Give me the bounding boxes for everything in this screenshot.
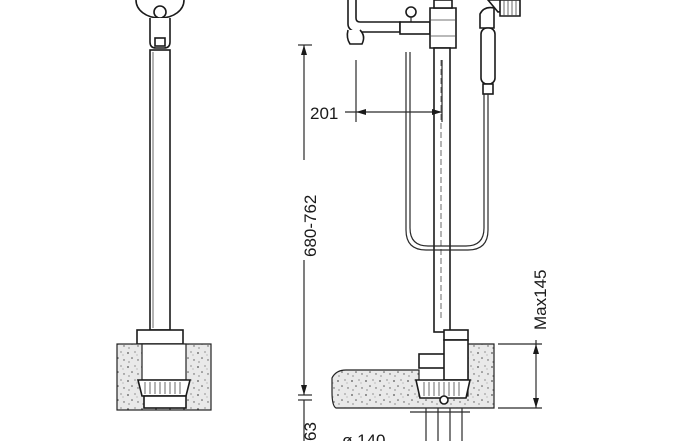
mounting-flange-right xyxy=(415,379,471,399)
diameter-label: ø 140 xyxy=(342,431,385,441)
shower-handle xyxy=(480,27,496,85)
shower-hose xyxy=(405,52,489,251)
shower-connector xyxy=(479,6,495,29)
max-depth-dimension: Max145 xyxy=(498,270,550,409)
valve-body-right xyxy=(429,7,457,49)
spout-top xyxy=(347,0,401,33)
valve-nut xyxy=(154,37,166,47)
base-collar xyxy=(136,329,184,345)
side-view xyxy=(331,0,521,441)
mounting-flange-left xyxy=(136,379,192,397)
max-depth-label: Max145 xyxy=(531,270,550,330)
spout-reach-dimension: 201 xyxy=(310,60,443,123)
handle-hub xyxy=(153,5,167,19)
concrete-slab-right xyxy=(331,343,495,409)
spout-outlet xyxy=(346,29,365,45)
flange-ribs-right xyxy=(423,382,460,396)
height-dimension: 680-762 xyxy=(296,44,320,396)
flange-ribs-left xyxy=(144,382,181,394)
lever-knob xyxy=(405,6,417,18)
height-label: 680-762 xyxy=(301,195,320,257)
front-view xyxy=(116,0,212,411)
riser-pipe-right xyxy=(433,47,451,333)
base-depth-dimension: 63 xyxy=(298,399,320,441)
base-depth-label: 63 xyxy=(301,422,320,441)
base-collar-right xyxy=(443,329,469,341)
spout-reach-label: 201 xyxy=(310,104,338,123)
